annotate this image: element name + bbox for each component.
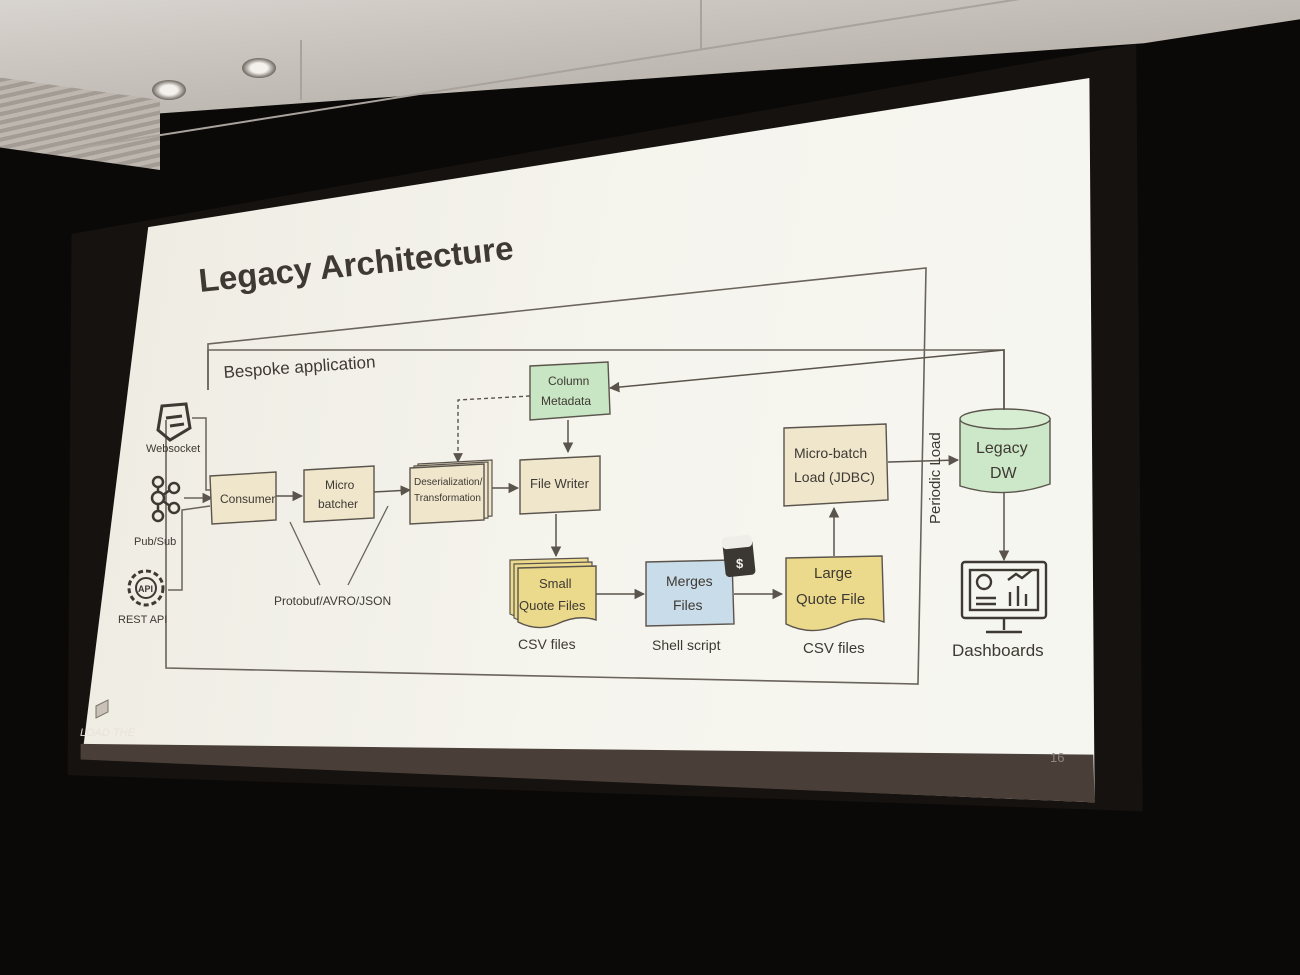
ceiling-seam <box>300 40 302 100</box>
pubsub-label: Pub/Sub <box>134 536 176 548</box>
column-metadata-node: Column Metadata <box>529 361 611 421</box>
svg-text:API: API <box>138 584 153 594</box>
legacy-dw-line1: Legacy <box>976 440 1028 457</box>
small-quote-files-line2: Quote Files <box>519 598 586 613</box>
formats-label: Protobuf/AVRO/JSON <box>274 594 391 608</box>
websocket-connector <box>192 417 210 491</box>
format-callout-line <box>289 521 321 586</box>
ceiling-light <box>152 80 186 100</box>
legacy-dw-line2: DW <box>990 465 1018 482</box>
micro-batch-load-line1: Micro-batch <box>794 445 867 461</box>
format-callout-line <box>347 505 389 586</box>
micro-batch-load-line2: Load (JDBC) <box>794 469 875 485</box>
column-metadata-line1: Column <box>548 374 589 388</box>
dw-feedback-to-metadata <box>608 349 1005 410</box>
shell-icon-glyph: $ <box>736 556 744 571</box>
batcher-to-deser <box>373 485 412 496</box>
websocket-label: Websocket <box>146 443 200 455</box>
file-writer-node: File Writer <box>519 455 601 515</box>
batch-load-to-dw <box>887 455 960 466</box>
shell-script-label: Shell script <box>652 637 721 653</box>
csv-files-large-label: CSV files <box>803 640 865 657</box>
consumer-label: Consumer <box>220 492 275 506</box>
micro-batch-load-node: Micro-batch Load (JDBC) <box>783 423 889 507</box>
file-writer-label: File Writer <box>530 476 590 491</box>
shell-script-icon: $ <box>721 534 756 578</box>
dashboard-monitor-icon <box>960 560 1048 634</box>
consumer-node: Consumer <box>209 471 277 525</box>
small-quote-files-line1: Small <box>539 576 572 591</box>
rest-api-label: REST API <box>118 614 167 626</box>
large-quote-file-line2: Quote File <box>796 591 865 608</box>
websocket-source: Websocket <box>146 402 200 455</box>
merges-files-node: Merges Files <box>645 559 735 627</box>
periodic-load-label: Periodic Load <box>927 432 944 524</box>
api-gear-icon: API <box>127 569 165 607</box>
legacy-dw-node: Legacy DW <box>959 408 1051 494</box>
deserialization-node: Deserialization/ Transformation <box>409 459 493 525</box>
footer-logo-text: LOAD THE <box>80 727 136 739</box>
large-quote-file-node: Large Quote File <box>785 555 885 632</box>
metadata-to-deser-dashed <box>453 395 531 463</box>
slide-title: Legacy Architecture <box>197 229 515 299</box>
websocket-icon <box>156 402 192 442</box>
large-quote-file-line1: Large <box>814 565 852 582</box>
pubsub-source: Pub/Sub <box>134 475 181 548</box>
csv-files-small-label: CSV files <box>518 636 576 652</box>
kafka-icon <box>150 475 181 523</box>
small-quote-files-node: Small Quote Files <box>509 557 597 629</box>
rest-api-connector <box>168 505 211 591</box>
container-label: Bespoke application <box>223 352 376 382</box>
micro-batcher-node: Micro batcher <box>303 465 375 523</box>
ceiling-seam <box>700 0 702 50</box>
merges-files-line2: Files <box>673 597 703 613</box>
merges-files-line1: Merges <box>666 573 713 589</box>
deserialization-line2: Transformation <box>414 493 481 504</box>
dashboards-label: Dashboards <box>952 641 1044 660</box>
micro-batcher-line1: Micro <box>325 478 355 492</box>
column-metadata-line2: Metadata <box>541 394 591 408</box>
page-number: 16 <box>1050 750 1064 765</box>
deserialization-line1: Deserialization/ <box>414 477 483 488</box>
ceiling-light <box>242 58 276 78</box>
footer-logo: LOAD THE <box>80 699 136 739</box>
rest-api-source: API REST API <box>118 569 167 626</box>
micro-batcher-line2: batcher <box>318 497 358 511</box>
